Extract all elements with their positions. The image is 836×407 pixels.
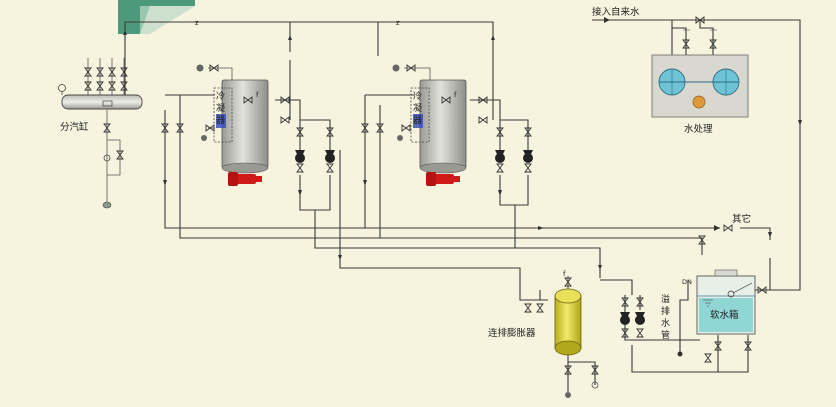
condenser-1-char-2: 凝 [216,103,225,114]
feed-pumps-2 [495,127,533,173]
feed-pumps-1 [295,127,335,173]
svg-text:f: f [454,91,457,99]
boiler-unit-2: f [361,64,488,186]
condenser-2-char-1: 冷 [413,90,422,102]
other-label: 其它 [732,213,751,225]
flow-arrows [123,30,802,270]
supply-pumps [620,297,645,338]
condenser-1-char-3: 器 [216,115,225,126]
water-treatment-label: 水处理 [684,123,713,135]
dn-label: DN [682,278,692,286]
corner-accent-band [118,0,195,34]
overflow-pipe-char-4: 管 [661,329,670,341]
blowdown-expander-label: 连排膨胀器 [488,327,536,339]
water-treatment-unit [651,16,749,118]
condenser-1-char-1: 冷 [216,90,225,102]
boiler-unit-1: f [161,64,290,186]
pipe-mark-1: z [195,19,199,27]
condenser-2-char-2: 凝 [413,103,422,114]
tap-water-inlet-label: 接入自来水 [592,6,640,18]
svg-text:f: f [256,91,259,99]
svg-text:f: f [563,270,566,278]
overflow-pipe-char-1: 溢 [661,293,670,305]
pipe-mark-2: z [396,19,400,27]
corner-accent-shade [140,6,195,34]
steam-header-label: 分汽缸 [60,121,89,133]
blowdown-expander: f [524,270,599,398]
overflow-pipe-char-3: 水 [661,317,670,329]
soft-water-tank-label: 软水箱 [710,309,739,321]
condenser-2-char-3: 器 [413,115,422,126]
steam-header [58,67,143,209]
soft-water-tank [696,269,767,363]
pipe-network [87,19,801,395]
overflow-pipe-char-2: 排 [661,305,670,317]
